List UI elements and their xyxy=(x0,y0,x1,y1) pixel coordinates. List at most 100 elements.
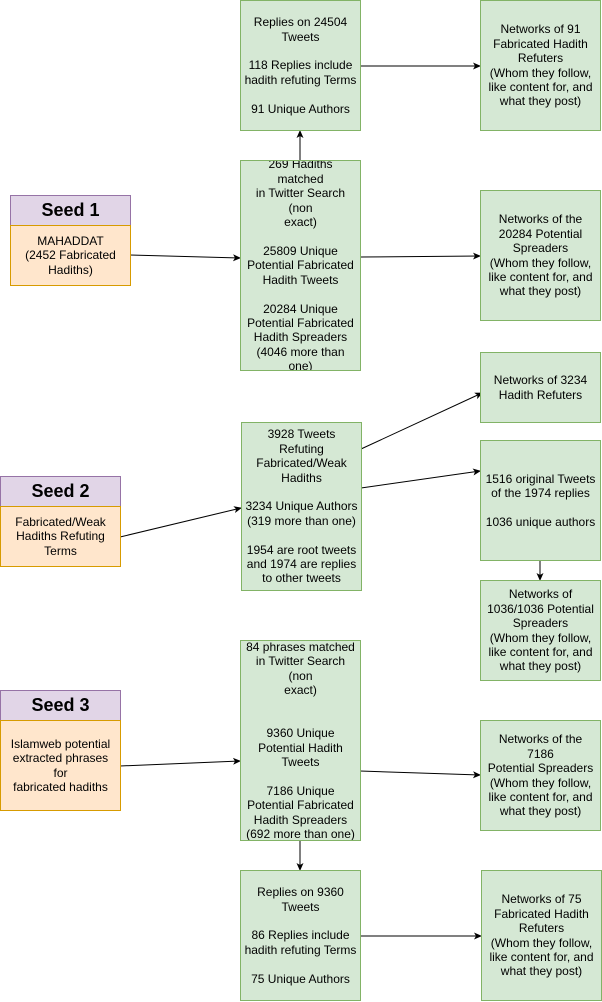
text-line: what they post) xyxy=(499,804,582,819)
text-line: 3234 Unique Authors xyxy=(245,499,358,514)
text-line: (Whom they follow, xyxy=(489,255,592,270)
text-line: Hadith Spreaders xyxy=(253,330,348,345)
text-line: like content for, and xyxy=(488,79,593,94)
seed-1-title: Seed 1 xyxy=(10,195,131,226)
text-line: exact) xyxy=(284,215,317,230)
text-line: what they post) xyxy=(499,284,582,299)
text-line: Spreaders xyxy=(512,616,569,631)
text-line: (4046 more than one) xyxy=(256,344,345,371)
text-line: Terms xyxy=(44,543,77,558)
text-line: Tweets xyxy=(281,29,320,44)
text-line xyxy=(244,287,357,301)
text-line xyxy=(245,44,357,58)
text-line: (Whom they follow, xyxy=(489,775,592,790)
text-line: Islamweb potential xyxy=(10,736,111,751)
text-line: like content for, and xyxy=(488,269,593,284)
seed-2-title: Seed 2 xyxy=(0,476,121,507)
text-line: 75 Unique Authors xyxy=(251,971,350,986)
text-line: (Whom they follow, xyxy=(489,630,592,645)
text-line: in Twitter Search (non xyxy=(255,186,346,215)
text-line: Hadiths) xyxy=(48,262,93,277)
text-line: and 1974 are replies xyxy=(246,556,357,571)
text-line: Replies on 24504 xyxy=(253,15,348,30)
text-line xyxy=(244,712,357,726)
text-line: Hadith Tweets xyxy=(262,272,339,287)
text-line: Potential Spreaders xyxy=(487,761,594,776)
text-line: 7186 Unique xyxy=(266,783,335,798)
text-line: 84 phrases matched xyxy=(246,640,355,654)
text-line xyxy=(486,501,596,515)
text-line xyxy=(245,87,357,101)
text-line: in Twitter Search (non xyxy=(255,654,346,683)
text-line: 9360 Unique xyxy=(266,726,335,741)
text-line: Hadiths Refuting xyxy=(16,529,105,544)
text-line xyxy=(245,957,357,971)
text-line: of the 1974 replies xyxy=(491,486,590,501)
text-line: like content for, and xyxy=(488,789,593,804)
text-line: Replies on 9360 xyxy=(257,885,344,900)
text-line: (Whom they follow, xyxy=(490,935,593,950)
text-line: Fabricated Hadith xyxy=(493,36,588,51)
text-line: Refuters xyxy=(518,921,565,936)
text-line: Hadiths xyxy=(281,470,322,485)
text-line: Potential Fabricated xyxy=(247,258,354,273)
text-line: Networks of xyxy=(508,587,573,602)
seed-3-title: Seed 3 xyxy=(0,690,121,721)
text-line: 86 Replies include xyxy=(251,928,350,943)
text-line: 20284 Potential xyxy=(498,226,583,241)
text-line: Refuters xyxy=(517,51,564,66)
arrow-seed3-to-phrases3 xyxy=(119,757,241,767)
arrow-hadiths1-to-net20284 xyxy=(359,252,481,260)
text-line: 1036 unique authors xyxy=(485,514,596,529)
text-line: MAHADDAT xyxy=(37,233,104,248)
arrow-tweets2-to-net3234 xyxy=(360,392,483,450)
text-line: Potential Fabricated xyxy=(247,315,354,330)
arrow-phrases3-to-net7186 xyxy=(359,770,481,779)
text-line: Hadith Refuters xyxy=(498,387,583,402)
text-line: exact) xyxy=(284,682,317,697)
text-line: to other tweets xyxy=(262,571,341,586)
text-line: like content for, and xyxy=(489,949,594,964)
text-line: Potential Fabricated xyxy=(247,798,354,813)
text-line: Networks of 91 xyxy=(500,22,581,37)
text-line: 25809 Unique xyxy=(263,243,338,258)
text-line: what they post) xyxy=(500,964,583,979)
text-line: Hadith Spreaders xyxy=(253,812,348,827)
text-line: (319 more than one) xyxy=(247,513,356,528)
text-line: hadith refuting Terms xyxy=(244,942,357,957)
text-line: Networks of 3234 xyxy=(493,373,588,388)
text-line xyxy=(244,769,357,783)
arrow-tweets2-to-orig1516 xyxy=(360,468,481,489)
text-line xyxy=(245,528,358,542)
text-line: Networks of 75 xyxy=(501,892,582,907)
text-line: Fabricated Hadith xyxy=(494,906,589,921)
text-line: (2452 Fabricated xyxy=(25,248,116,263)
text-line: Networks of the xyxy=(498,212,583,227)
arrow-seed2-to-tweets2 xyxy=(119,506,242,538)
